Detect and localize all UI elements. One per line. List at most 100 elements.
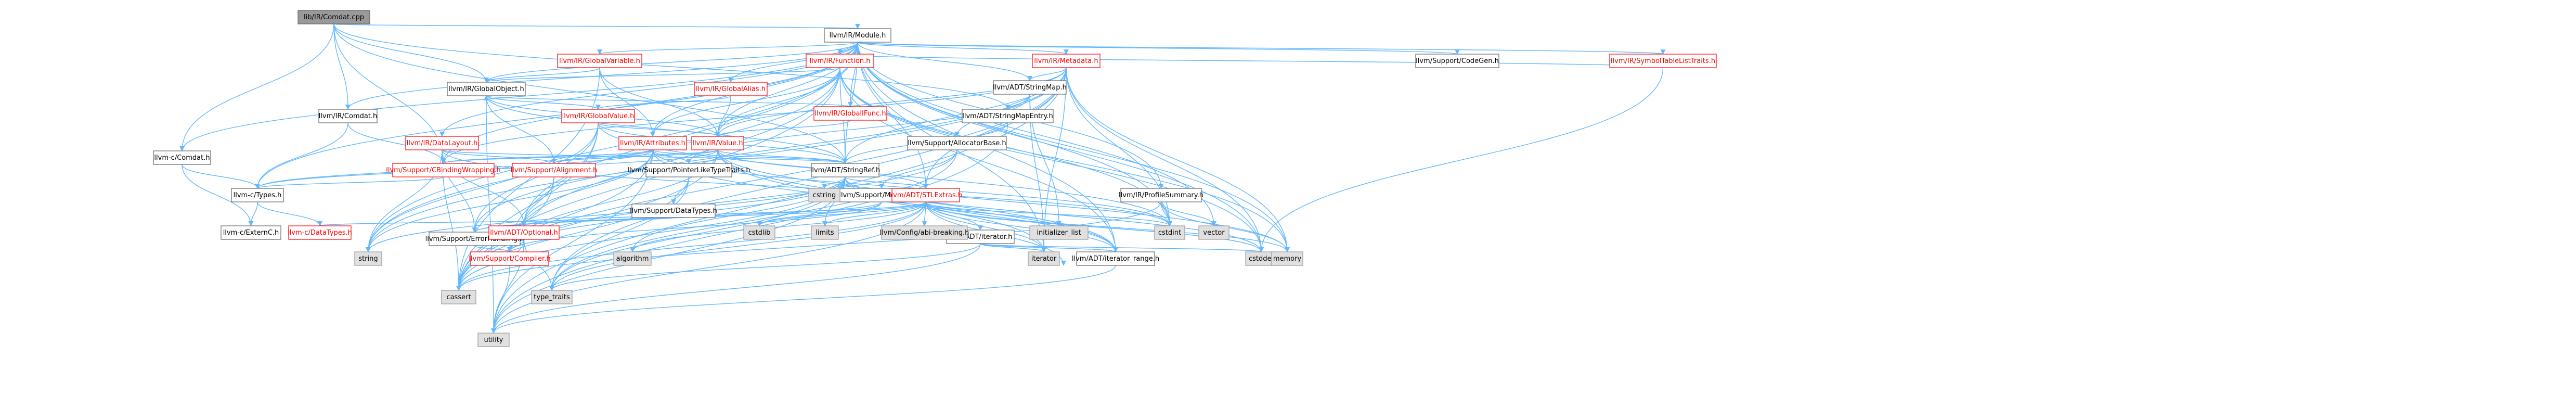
dependency-edge xyxy=(845,176,928,189)
graph-node-label: llvm/ADT/Optional.h xyxy=(490,229,558,237)
graph-node-label: llvm/IR/GlobalAlias.h xyxy=(696,85,766,93)
graph-node-label: llvm/ADT/StringMapEntry.h xyxy=(962,112,1053,120)
dependency-edge xyxy=(333,23,351,110)
graph-node-globalvalue[interactable]: llvm/IR/GlobalValue.h xyxy=(561,109,635,123)
graph-node-comdat_cpp[interactable]: lib/IR/Comdat.cpp xyxy=(297,10,370,24)
graph-node-attributes[interactable]: llvm/IR/Attributes.h xyxy=(618,136,687,150)
graph-node-label: llvm-c/ExternC.h xyxy=(223,229,279,237)
dependency-edge xyxy=(715,67,840,137)
graph-node-box xyxy=(993,80,1067,95)
dependency-edge xyxy=(491,265,1116,334)
graph-node-stringref[interactable]: llvm/ADT/StringRef.h xyxy=(810,163,880,177)
graph-node-globalvariable[interactable]: llvm/IR/GlobalVariable.h xyxy=(557,54,642,68)
graph-node-symboltable[interactable]: llvm/IR/SymbolTableListTraits.h xyxy=(1609,54,1717,68)
graph-node-config_abi: llvm/Config/abi-breaking.h xyxy=(880,225,969,240)
graph-node-datatypes_c[interactable]: llvm-c/DataTypes.h xyxy=(288,225,352,240)
dependency-edge xyxy=(757,201,882,226)
graph-node-label: llvm-c/Types.h xyxy=(234,192,282,199)
graph-node-label: llvm/IR/Value.h xyxy=(692,139,743,147)
graph-node-globalobject[interactable]: llvm/IR/GlobalObject.h xyxy=(447,82,526,96)
dependency-edge xyxy=(486,95,848,164)
graph-node-alignment[interactable]: llvm/Support/Alignment.h xyxy=(511,163,598,177)
dependency-nodes: lib/IR/Comdat.cpp llvm/IR/Module.h llvm-c/… xyxy=(153,10,1717,347)
graph-node-box xyxy=(221,225,281,240)
graph-node-box xyxy=(631,203,716,218)
dependency-edge xyxy=(491,201,926,334)
graph-node-stlextras[interactable]: llvm/ADT/STLExtras.h xyxy=(889,188,962,202)
dependency-edge xyxy=(484,95,851,107)
graph-node-label: memory xyxy=(1273,255,1302,263)
graph-node-iterator_range[interactable]: llvm/ADT/iterator_range.h xyxy=(1072,251,1159,266)
graph-node-support_datatypes[interactable]: llvm/Support/DataTypes.h xyxy=(630,203,717,218)
dependency-edge xyxy=(857,42,1459,55)
graph-node-llvm_c_comdat[interactable]: llvm-c/Comdat.h xyxy=(153,150,211,165)
graph-node-utility: utility xyxy=(477,333,510,347)
graph-node-metadata[interactable]: llvm/IR/Metadata.h xyxy=(1032,54,1101,68)
graph-node-box xyxy=(470,251,549,266)
graph-node-label: llvm/IR/Function.h xyxy=(810,57,871,65)
graph-node-box xyxy=(806,54,874,68)
dependency-edge xyxy=(599,67,655,137)
dependency-edge xyxy=(598,122,720,137)
graph-node-profilesummary[interactable]: llvm/IR/ProfileSummary.h xyxy=(1119,188,1203,202)
dependency-edge xyxy=(549,201,926,291)
dependency-edge xyxy=(347,122,446,164)
dependency-edge xyxy=(839,67,1264,252)
graph-node-pointerlike[interactable]: llvm/Support/PointerLikeTypeTraits.h xyxy=(627,163,750,177)
dependency-edge xyxy=(456,176,690,291)
dependency-edge xyxy=(317,217,674,226)
graph-node-function[interactable]: llvm/IR/Function.h xyxy=(806,54,874,68)
graph-node-ir_comdat[interactable]: llvm/IR/Comdat.h xyxy=(318,109,378,123)
dependency-edge xyxy=(857,42,1290,252)
graph-node-label: llvm/IR/Attributes.h xyxy=(620,139,685,147)
dependency-edge xyxy=(456,201,926,291)
dependency-edge xyxy=(456,149,653,291)
graph-node-optional[interactable]: llvm/ADT/Optional.h xyxy=(488,225,560,240)
dependency-edge xyxy=(652,149,848,164)
graph-node-box xyxy=(153,150,211,165)
graph-node-codegen[interactable]: llvm/Support/CodeGen.h xyxy=(1415,54,1499,68)
dependency-edge xyxy=(925,201,1046,252)
graph-node-cstdlib: cstdlib xyxy=(743,225,775,240)
graph-node-stringmapentry[interactable]: llvm/ADT/StringMapEntry.h xyxy=(962,109,1054,123)
dependency-edge xyxy=(1259,67,1664,252)
graph-node-llvmc_types[interactable]: llvm-c/Types.h xyxy=(231,188,284,202)
graph-node-box xyxy=(907,136,1007,150)
graph-node-label: llvm/IR/GlobalVariable.h xyxy=(559,57,640,65)
dependency-edge xyxy=(366,67,840,252)
graph-node-box xyxy=(811,163,879,177)
graph-node-box xyxy=(477,333,510,347)
graph-node-globalalias[interactable]: llvm/IR/GlobalAlias.h xyxy=(694,82,768,96)
dependency-edge xyxy=(366,42,858,252)
graph-node-box xyxy=(297,10,370,24)
dependency-edge xyxy=(857,42,1264,252)
graph-node-initializer_list: initializer_list xyxy=(1029,225,1089,240)
dependency-edge xyxy=(491,149,653,334)
dependency-edge xyxy=(757,201,926,226)
graph-node-allocatorbase[interactable]: llvm/Support/AllocatorBase.h xyxy=(907,136,1007,150)
graph-node-box xyxy=(1032,54,1101,68)
graph-node-box xyxy=(808,188,840,202)
graph-node-box xyxy=(618,136,687,150)
graph-node-label: llvm/Support/Compiler.h xyxy=(469,255,550,263)
dependency-edge xyxy=(549,176,690,291)
dependency-edge xyxy=(1160,201,1216,226)
dependency-edge xyxy=(715,95,731,137)
dependency-edge xyxy=(333,23,489,83)
graph-node-datalayout[interactable]: llvm/IR/DataLayout.h xyxy=(405,136,479,150)
dependency-edge xyxy=(333,23,1011,110)
graph-node-compiler[interactable]: llvm/Support/Compiler.h xyxy=(469,251,551,266)
graph-node-value[interactable]: llvm/IR/Value.h xyxy=(691,136,744,150)
dependency-edge xyxy=(491,243,981,334)
graph-node-cbinding[interactable]: llvm/Support/CBindingWrapping.h xyxy=(386,163,501,177)
graph-node-box xyxy=(694,82,768,96)
graph-node-externc[interactable]: llvm-c/ExternC.h xyxy=(221,225,281,240)
graph-node-label: llvm/IR/Module.h xyxy=(830,32,886,40)
dependency-edge xyxy=(366,122,599,252)
dependency-edge xyxy=(484,67,840,83)
dependency-edge xyxy=(839,67,1118,252)
graph-node-label: cstdint xyxy=(1158,229,1181,237)
graph-node-stringmap[interactable]: llvm/ADT/StringMap.h xyxy=(993,80,1067,95)
graph-node-module[interactable]: llvm/IR/Module.h xyxy=(824,28,891,43)
graph-node-globalifunc[interactable]: llvm/IR/GlobalIFunc.h xyxy=(813,106,887,121)
